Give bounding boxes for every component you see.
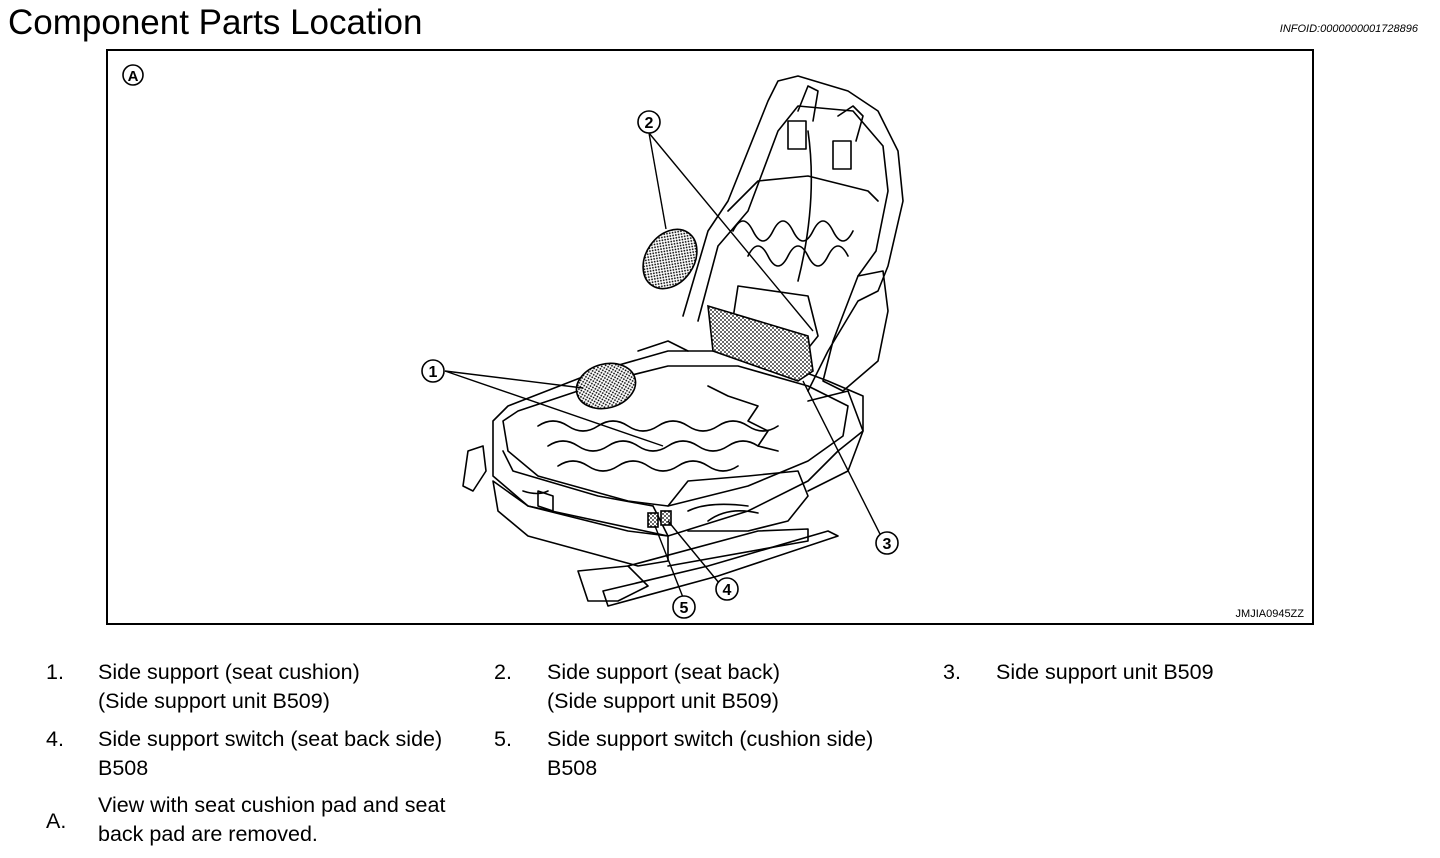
callout-4: 4 bbox=[715, 577, 739, 601]
legend-item-1: 1. Side support (seat cushion) (Side sup… bbox=[0, 658, 480, 718]
legend-number: 4. bbox=[46, 727, 64, 751]
legend-number: 2. bbox=[494, 660, 512, 684]
legend-number: A. bbox=[46, 809, 67, 833]
legend-text-line1: Side support switch (cushion side) bbox=[547, 727, 874, 751]
legend-text-line2: B508 bbox=[547, 756, 598, 780]
info-id: INFOID:0000000001728896 bbox=[1279, 23, 1418, 35]
legend-item-4: 4. Side support switch (seat back side) … bbox=[0, 725, 490, 785]
svg-text:5: 5 bbox=[680, 600, 689, 617]
callout-5: 5 bbox=[672, 595, 696, 619]
legend-number: 1. bbox=[46, 660, 64, 684]
legend-item-2: 2. Side support (seat back) (Side suppor… bbox=[0, 658, 940, 718]
legend-text-line1: Side support (seat cushion) bbox=[98, 660, 360, 684]
legend-text-line2: (Side support unit B509) bbox=[98, 689, 330, 713]
legend-item-5: 5. Side support switch (cushion side) B5… bbox=[0, 725, 940, 785]
svg-text:4: 4 bbox=[723, 582, 732, 599]
callout-3: 3 bbox=[875, 531, 899, 555]
legend-text-line1: Side support (seat back) bbox=[547, 660, 781, 684]
svg-text:3: 3 bbox=[883, 536, 892, 553]
callout-2: 2 bbox=[637, 110, 661, 134]
figure-code: JMJIA0945ZZ bbox=[1235, 608, 1304, 620]
legend-text-line1: Side support switch (seat back side) bbox=[98, 727, 443, 751]
legend-text-line2: back pad are removed. bbox=[98, 822, 318, 846]
legend-number: 5. bbox=[494, 727, 512, 751]
svg-text:A: A bbox=[128, 68, 139, 85]
svg-text:2: 2 bbox=[645, 115, 654, 132]
svg-text:1: 1 bbox=[429, 364, 438, 381]
seat-illustration: A 1 2 3 4 5 bbox=[122, 64, 904, 619]
legend-text-line1: Side support unit B509 bbox=[996, 660, 1214, 684]
page-title: Component Parts Location bbox=[8, 3, 423, 42]
legend-text-line1: View with seat cushion pad and seat bbox=[98, 793, 446, 817]
legend-text-line2: B508 bbox=[98, 756, 149, 780]
legend-item-a: A. View with seat cushion pad and seat b… bbox=[0, 791, 490, 851]
legend-text-line2: (Side support unit B509) bbox=[547, 689, 779, 713]
view-label-a: A bbox=[122, 64, 144, 86]
callout-1: 1 bbox=[421, 359, 445, 383]
legend-number: 3. bbox=[943, 660, 961, 684]
figure-frame: A 1 2 3 4 5 JMJIA0945ZZ bbox=[106, 49, 1314, 625]
legend-item-3: 3. Side support unit B509 bbox=[0, 658, 1300, 688]
